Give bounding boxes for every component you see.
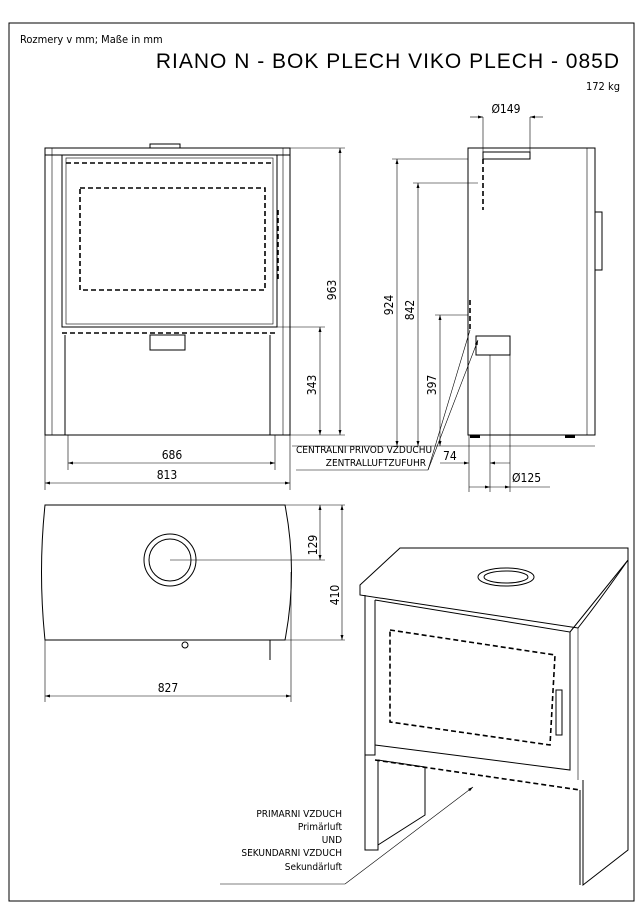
front-view: 963 343 686 813 [44, 143, 345, 490]
air-supply-label-cz: CENTRALNI PRIVOD VZDUCHU [296, 445, 432, 456]
dim-height-air: 397 [425, 375, 439, 396]
dim-depth: 410 [328, 585, 342, 606]
dim-height-rear: 842 [403, 300, 417, 321]
page-border [8, 22, 635, 902]
dim-width-total: 813 [157, 468, 178, 482]
drawing-title: RIANO N - BOK PLECH VIKO PLECH - 085D [156, 50, 620, 73]
dim-height-total: 963 [325, 280, 339, 301]
secondary-air-label-de: Sekundärluft [285, 862, 343, 873]
air-supply-label-de: ZENTRALLUFTZUFUHR [326, 458, 426, 469]
and-label: UND [322, 835, 342, 846]
side-view: Ø149 924 842 397 74 Ø125 CENTRALNI PRIVO… [292, 102, 603, 492]
dim-height-flue: 924 [382, 295, 396, 316]
dim-flue-diameter: Ø149 [491, 102, 520, 116]
units-note: Rozmery v mm; Maße in mm [20, 33, 163, 46]
dim-air-diameter: Ø125 [512, 471, 541, 485]
top-view: 129 410 827 [41, 504, 345, 702]
primary-air-label-cz: PRIMARNI VZDUCH [256, 809, 342, 820]
secondary-air-label-cz: SEKUNDARNI VZDUCH [241, 848, 342, 859]
dim-height-ash: 343 [305, 375, 319, 396]
iso-view: PRIMARNI VZDUCH Primärluft UND SEKUNDARN… [220, 547, 629, 887]
primary-air-label-de: Primärluft [298, 822, 343, 833]
dim-air-offset: 74 [443, 449, 457, 463]
dim-width-inner: 686 [162, 448, 183, 462]
dim-flue-offset: 129 [306, 535, 320, 556]
weight-label: 172 kg [586, 80, 620, 93]
dim-width: 827 [158, 681, 179, 695]
